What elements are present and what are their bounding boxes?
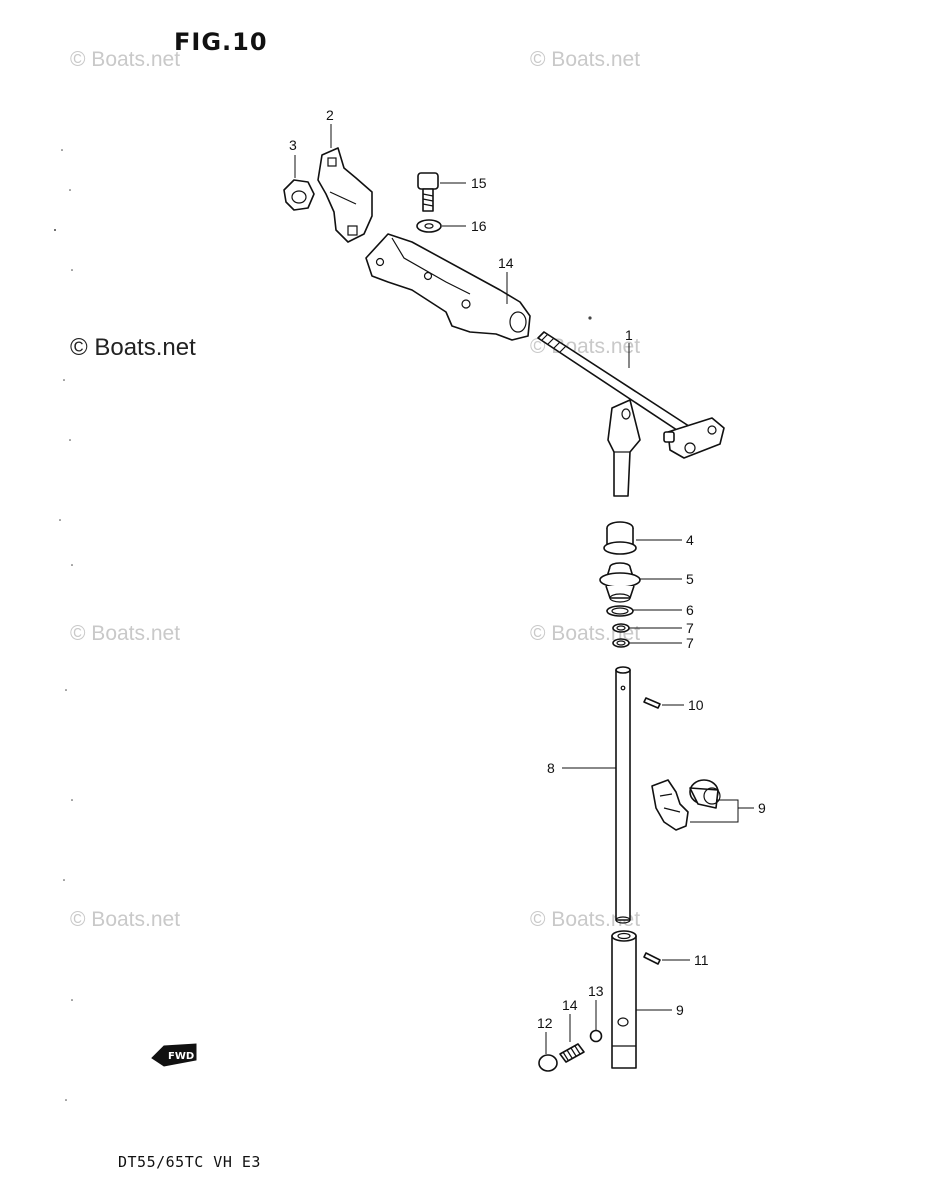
callout-5: 5	[686, 571, 694, 587]
callout-6: 6	[686, 602, 694, 618]
watermark: © Boats.net	[70, 334, 196, 361]
callout-17: 15	[471, 175, 487, 191]
callout-8: 8	[547, 760, 555, 776]
part-12-pin	[643, 952, 661, 965]
part-8-shift-rod	[615, 666, 631, 924]
watermark: © Boats.net	[530, 48, 641, 71]
rod-clevis	[607, 399, 641, 497]
callout-9: 9	[758, 800, 766, 816]
watermark: © Boats.net	[70, 48, 181, 71]
part-6-o-ring	[606, 605, 634, 617]
part-9-cam	[651, 779, 721, 831]
model-code: DT55/65TC VH E3	[118, 1153, 261, 1171]
watermark: © Boats.net	[70, 622, 181, 645]
part-13-cap	[538, 1054, 558, 1072]
callout-10: 9	[676, 1002, 684, 1018]
callout-7a: 7	[686, 620, 694, 636]
part-4-bushing	[603, 521, 637, 555]
callout-1: 1	[625, 327, 633, 343]
part-5-boot	[599, 562, 641, 603]
watermark: © Boats.net	[70, 908, 181, 931]
part-17-bolt	[417, 172, 439, 212]
part-15-spring	[559, 1043, 585, 1063]
part-7-o-ring-lower	[612, 638, 630, 648]
fwd-label: FWD	[168, 1051, 194, 1062]
part-11-pin	[643, 697, 661, 709]
callout-3: 3	[289, 137, 297, 153]
callout-18: 16	[471, 218, 487, 234]
watermark: © Boats.net	[530, 908, 641, 931]
callout-14: 13	[588, 983, 604, 999]
callout-labels: 3 2 15 16 14 1 4 5 6 7 7 10 8 9 11 9 13 …	[289, 107, 766, 1031]
leader-lines	[294, 124, 754, 1054]
fig-title: FIG.10	[174, 28, 268, 56]
part-2-bracket	[317, 147, 373, 243]
callout-16: 14	[498, 255, 514, 271]
part-3-nut	[283, 179, 315, 211]
part-18-washer	[416, 219, 442, 233]
part-14-ball	[589, 1029, 603, 1043]
part-7-o-ring-upper	[612, 623, 630, 633]
callout-13: 12	[537, 1015, 553, 1031]
scan-specks	[54, 149, 592, 1101]
callout-2: 2	[326, 107, 334, 123]
callout-15: 14	[562, 997, 578, 1013]
callout-12: 11	[694, 952, 709, 968]
callout-4: 4	[686, 532, 694, 548]
part-10-lower-rod	[611, 930, 637, 1069]
part-16-bracket-arm	[365, 233, 531, 341]
fwd-arrow-icon: FWD	[151, 1043, 197, 1067]
part-1-shift-shaft	[537, 331, 725, 459]
callout-11: 10	[688, 697, 704, 713]
callout-7b: 7	[686, 635, 694, 651]
